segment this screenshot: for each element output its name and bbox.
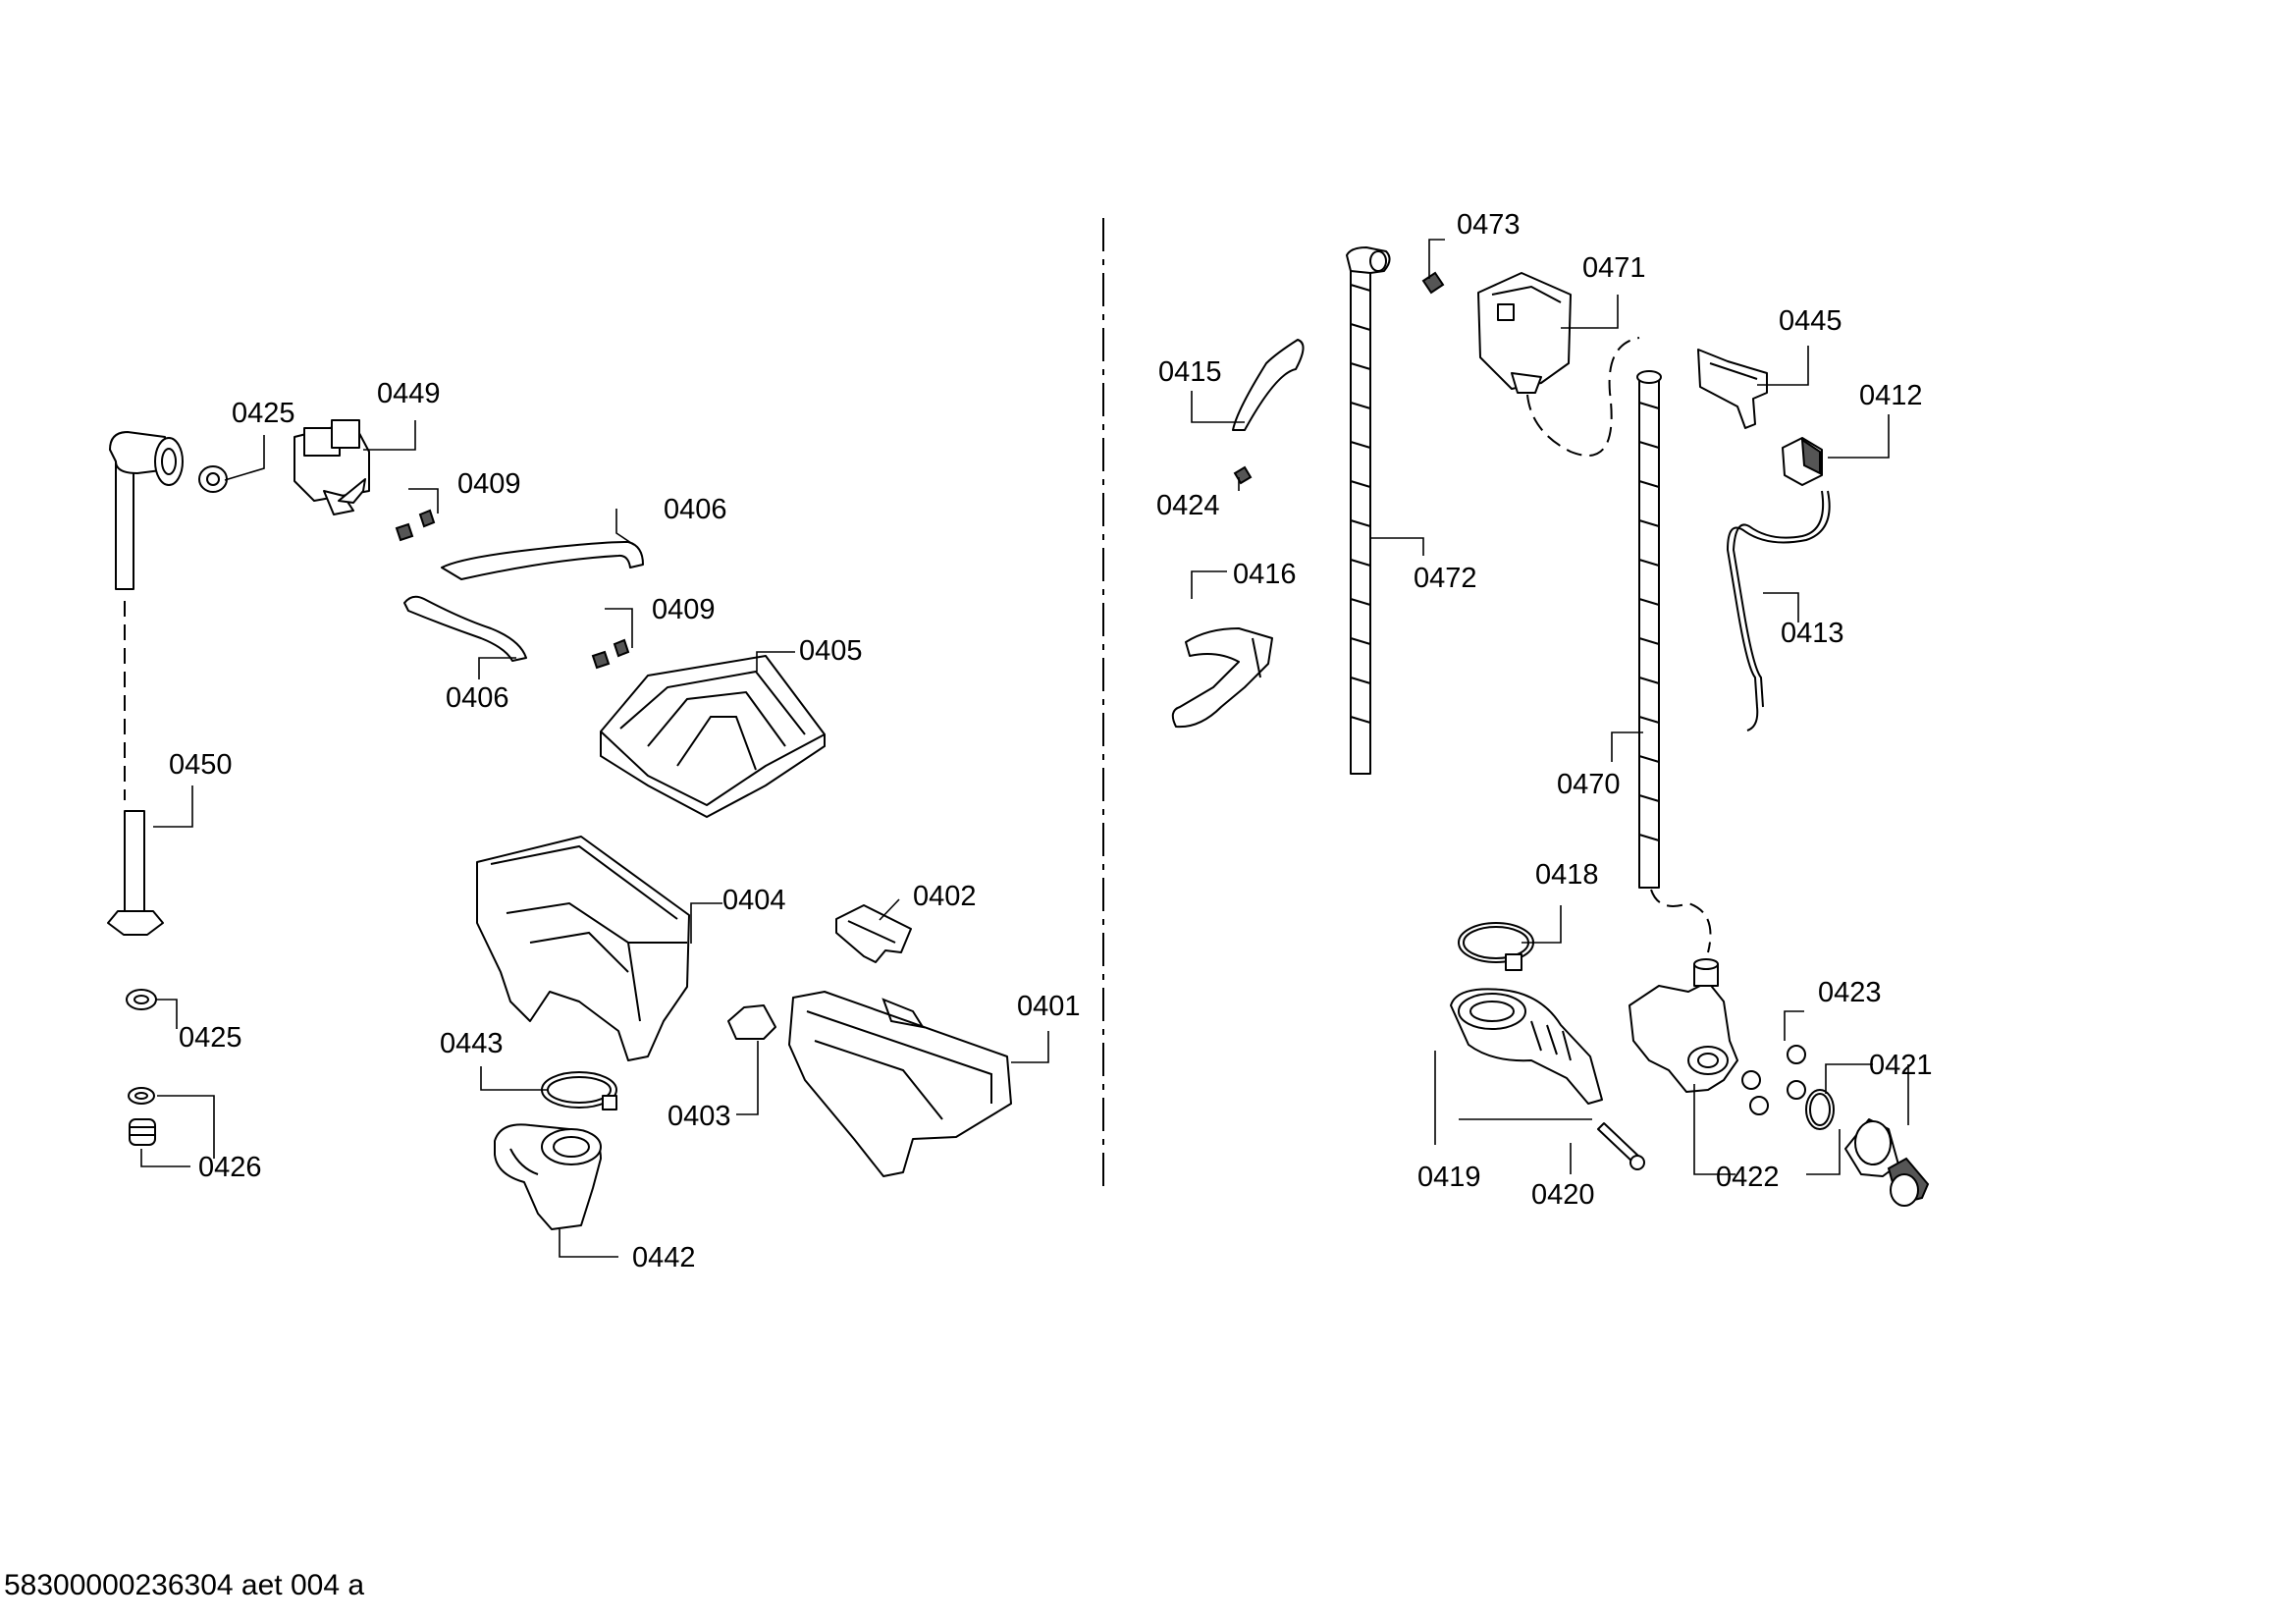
label-0419: 0419 [1417,1162,1481,1193]
label-0403: 0403 [667,1101,731,1132]
label-0420: 0420 [1531,1179,1595,1211]
part-0406-hose-lower [403,595,527,662]
part-0416-hose-holder [1171,627,1273,729]
label-0425-lower: 0425 [179,1022,242,1054]
label-0409-top: 0409 [457,468,521,500]
part-0424-clip [1233,465,1253,485]
part-0403-siphon-cap [727,1004,776,1040]
label-0442: 0442 [632,1242,696,1273]
label-0415: 0415 [1158,356,1222,388]
label-0443: 0443 [440,1028,504,1059]
part-0426-seal-and-filter [128,1087,156,1146]
part-0470-hose [1636,370,1712,953]
part-0442-sump-hose [494,1123,602,1230]
label-0418: 0418 [1535,859,1599,891]
label-0404: 0404 [722,885,786,916]
part-0450-hose-connector [107,810,164,936]
part-0401-dispenser-drawer [788,991,1012,1177]
part-0422-drain-pump-housing [1629,958,1738,1093]
part-0421-seal-ring [1805,1089,1835,1130]
part-0415-small-hose [1232,339,1305,431]
label-0424: 0424 [1156,490,1220,521]
label-0405: 0405 [799,635,863,667]
part-0420-screw [1597,1122,1645,1170]
part-0419-sump-hose [1450,988,1603,1105]
part-0404-dispenser-housing [476,836,690,1061]
part-0425-inlet-elbow-pipe [109,431,184,800]
part-0406-hose-upper [441,541,644,580]
label-0413: 0413 [1781,618,1844,649]
part-labels: 0425 0449 0409 0406 0406 0409 0405 0450 … [169,209,1933,1273]
label-0423: 0423 [1818,977,1882,1008]
label-0450: 0450 [169,749,233,781]
part-0445-bracket [1697,349,1768,429]
part-0423-fittings [1741,1045,1806,1115]
label-0449: 0449 [377,378,441,409]
label-0412: 0412 [1859,380,1923,411]
part-0425-seal-top [198,465,228,493]
label-0406-lower: 0406 [446,682,509,714]
part-0443-clamp [541,1071,617,1110]
part-0425-seal-lower [126,989,157,1010]
part-0405-dispenser-frame [600,655,826,819]
label-0401: 0401 [1017,991,1081,1022]
label-0422: 0422 [1716,1162,1780,1193]
label-0472: 0472 [1414,563,1477,594]
part-0402-flap [835,904,912,963]
label-0473: 0473 [1457,209,1521,241]
label-0471: 0471 [1582,252,1646,284]
label-0402: 0402 [913,881,977,912]
label-0421: 0421 [1869,1050,1933,1081]
part-0413-pressure-hose [1726,490,1831,731]
part-0472-drain-hose [1346,246,1391,775]
part-0473-clip [1421,271,1445,295]
label-0426: 0426 [198,1152,262,1183]
label-0425-top: 0425 [232,398,295,429]
leader-lines [140,239,1909,1258]
part-0471-pressure-chamber [1477,272,1640,457]
part-0418-hose-clamp [1458,922,1534,971]
part-0412-pressure-switch [1782,437,1823,486]
part-0449-inlet-valve [294,419,370,515]
document-code: 58300000236304 aet 004 a [4,1569,365,1601]
label-0409-middle: 0409 [652,594,716,625]
part-0409-clips-top [395,509,436,542]
label-0445: 0445 [1779,305,1842,337]
label-0406-upper: 0406 [664,494,727,525]
label-0470: 0470 [1557,769,1621,800]
part-0409-clips-middle [591,638,630,670]
label-0416: 0416 [1233,559,1297,590]
part-0421-filter [1844,1118,1930,1207]
